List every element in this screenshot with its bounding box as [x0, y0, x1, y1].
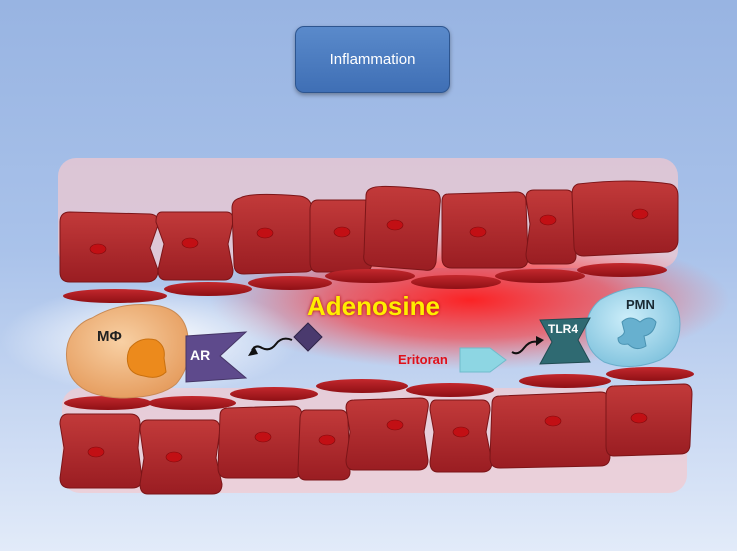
nuclei [87, 208, 649, 463]
ar-label: AR [190, 347, 211, 363]
nucleus [333, 226, 351, 238]
endothelial-cell [59, 211, 159, 283]
nucleus [469, 226, 487, 238]
endothelial-cell [363, 185, 441, 271]
nucleus [89, 243, 107, 255]
eritoran-arrow-icon [511, 340, 539, 355]
red-blood-cell [577, 263, 667, 277]
nucleus [386, 219, 404, 231]
endothelial-cell [605, 383, 693, 457]
macrophage-nucleus [126, 338, 167, 378]
nucleus [631, 208, 649, 220]
red-blood-cell [519, 374, 611, 388]
nucleus [630, 412, 648, 424]
red-blood-cell [606, 367, 694, 381]
nucleus [544, 415, 562, 427]
nucleus [181, 237, 199, 249]
red-blood-cell [411, 275, 501, 289]
nucleus [87, 446, 105, 458]
red-blood-cell [164, 282, 252, 296]
macrophage-label: MΦ [97, 328, 122, 345]
endothelial-cell [489, 391, 611, 469]
arrow-head-icon [536, 336, 544, 346]
red-blood-cell [63, 289, 167, 303]
endothelial-cell [297, 409, 351, 481]
page-title: Inflammation [329, 51, 416, 68]
nucleus [165, 451, 183, 463]
endothelial-cell [525, 189, 577, 265]
nucleus [386, 419, 404, 431]
red-blood-cell [495, 269, 585, 283]
endothelial-cell [571, 180, 679, 257]
upper-rbc-row [63, 263, 667, 303]
adenosine-label: Adenosine [307, 291, 440, 321]
ar-receptor [185, 331, 248, 383]
red-blood-cell [230, 387, 318, 401]
red-blood-cell [64, 396, 152, 410]
nucleus [452, 426, 470, 438]
nucleus [318, 434, 336, 446]
red-blood-cell [248, 276, 332, 290]
eritoran-shape [459, 347, 507, 373]
red-blood-cell [148, 396, 236, 410]
pmn-nucleus [617, 317, 657, 350]
red-blood-cell [316, 379, 408, 393]
tlr4-label: TLR4 [548, 322, 578, 336]
arrow-head-icon [248, 346, 258, 356]
nucleus [539, 214, 557, 226]
red-blood-cell [406, 383, 494, 397]
endothelial-cell [345, 397, 429, 471]
pmn-label: PMN [626, 297, 655, 312]
adenosine-arrow-icon [251, 337, 293, 351]
lower-rbc-row [64, 367, 694, 410]
endothelial-cell [217, 405, 303, 479]
eritoran-label: Eritoran [398, 352, 448, 367]
adenosine-ligand [293, 322, 323, 352]
inflammation-title-box: Inflammation [295, 26, 450, 93]
nucleus [254, 431, 272, 443]
tlr4-receptor [539, 317, 591, 365]
nucleus [256, 227, 274, 239]
red-blood-cell [325, 269, 415, 283]
